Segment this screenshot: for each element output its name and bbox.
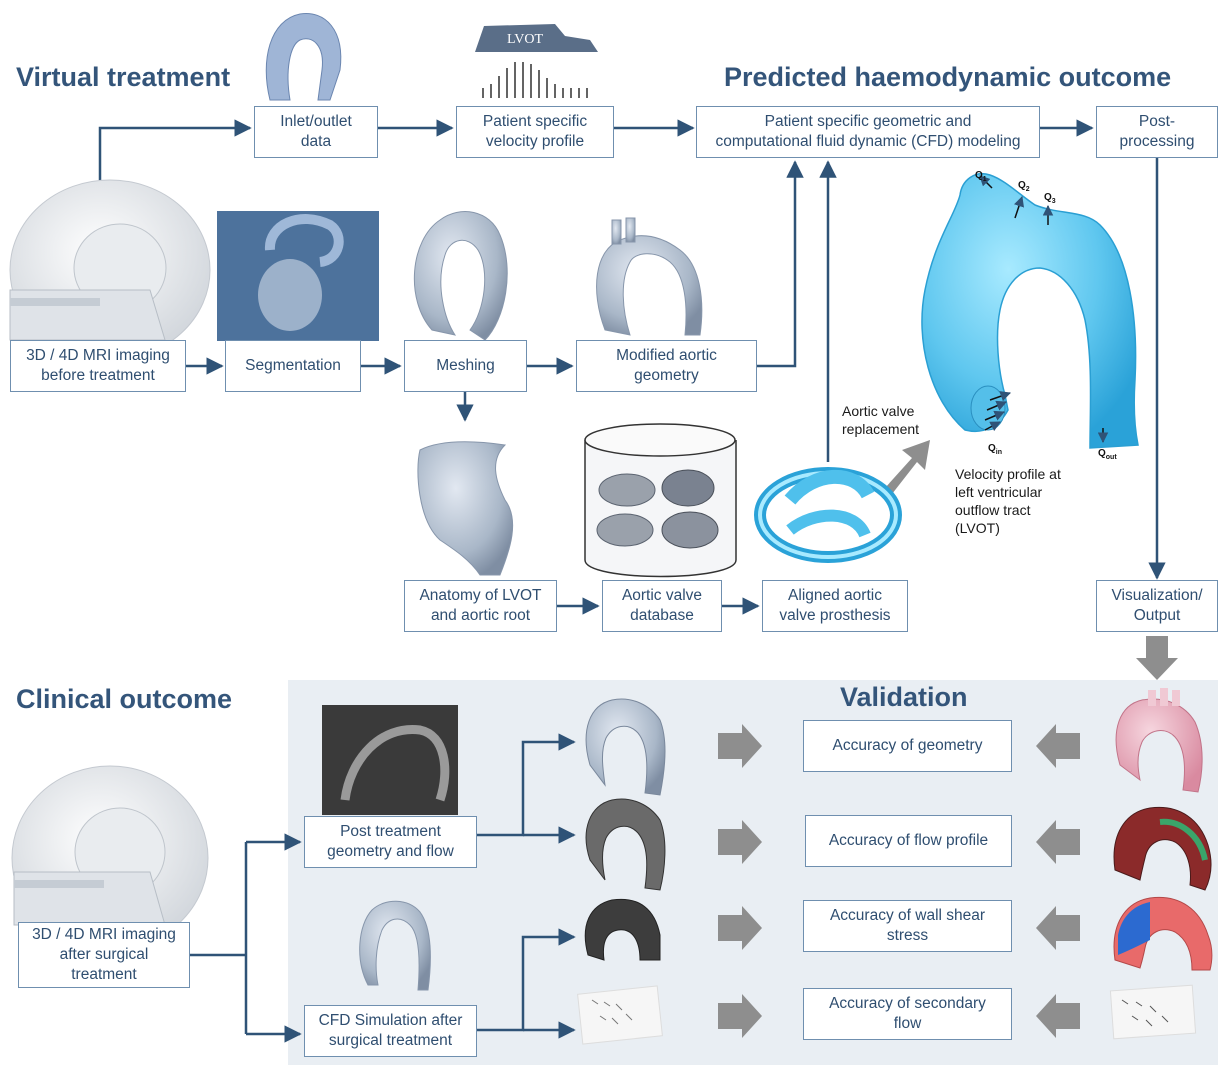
grey-arrow-left-3 [1036,906,1080,950]
mri-scanner-icon-top [10,180,210,360]
meshing-box: Meshing [404,340,527,392]
flow-label-qin: Qin [988,443,1002,456]
arrow-mod-to-cfd [757,162,795,366]
flow-label-qout: Qout [1098,448,1117,461]
title-validation: Validation [840,682,968,713]
grey-arrow-down-validation [1136,636,1178,680]
flow-map-icon [1114,807,1211,890]
segmentation-image [217,211,379,341]
arrow-post-to-geom [477,742,574,835]
pink-aorta-icon [1116,688,1202,792]
mri-before-box: 3D / 4D MRI imaging before treatment [10,340,186,392]
flow-render-icon [586,799,665,890]
title-predicted-outcome: Predicted haemodynamic outcome [724,62,1171,93]
post-processing-box: Post- processing [1096,106,1218,158]
grey-arrow-right-4 [718,994,762,1038]
mri-after-box: 3D / 4D MRI imaging after surgical treat… [18,922,190,988]
secondary-flow-icon [578,986,663,1044]
valve-database-icon [585,424,736,577]
accuracy-flow-profile-box: Accuracy of flow profile [805,815,1012,867]
wss-render-icon [585,899,660,960]
lvot-anatomy-box: Anatomy of LVOT and aortic root [404,580,557,632]
lvot-anatomy-icon [418,442,513,575]
valve-replacement-caption: Aortic valve replacement [842,402,919,438]
accuracy-geometry-box: Accuracy of geometry [803,720,1012,772]
grey-arrow-right-3 [718,906,762,950]
accuracy-wss-box: Accuracy of wall shear stress [803,900,1012,952]
grey-arrow-right-2 [718,820,762,864]
aligned-prosthesis-box: Aligned aortic valve prosthesis [762,580,908,632]
valve-prosthesis-icon [760,473,896,557]
accuracy-secondary-flow-box: Accuracy of secondary flow [803,988,1012,1040]
aorta-modified-icon [597,218,702,335]
title-clinical-outcome: Clinical outcome [16,684,232,715]
flow-label-q3: Q3 [1044,192,1056,205]
cfd-modeling-box: Patient specific geometric and computati… [696,106,1040,158]
cfd-after-box: CFD Simulation after surgical treatment [304,1005,477,1057]
grey-arrow-left-4 [1036,994,1080,1038]
inlet-outlet-box: Inlet/outlet data [254,106,378,158]
aorta-meshing-icon [414,212,507,340]
grey-arrow-left-1 [1036,724,1080,768]
arrow-cfd-to-wss [477,937,574,1030]
post-treatment-box: Post treatment geometry and flow [304,816,477,868]
valve-database-box: Aortic valve database [602,580,722,632]
secondary-flow-map-icon [1110,985,1195,1039]
title-virtual-treatment: Virtual treatment [16,62,230,93]
velocity-profile-box: Patient specific velocity profile [456,106,614,158]
grey-arrow-right-1 [718,724,762,768]
segmentation-box: Segmentation [225,340,361,392]
flow-label-q1: Q1 [975,170,987,183]
geometry-render-icon [586,699,665,795]
grey-arrow-left-2 [1036,820,1080,864]
wss-map-icon [1114,897,1212,970]
arrow-mri-to-inlet [100,128,250,180]
aorta-cfd-result-icon [922,174,1138,448]
flow-label-q2: Q2 [1018,180,1030,193]
lvot-icon-label: LVOT [490,32,560,48]
visualization-output-box: Visualization/ Output [1096,580,1218,632]
velocity-profile-caption: Velocity profile at left ventricular out… [955,465,1061,537]
echo-image [322,705,458,815]
aorta-small-schematic-icon [360,901,431,990]
grey-arrow-valve-to-aorta [885,440,930,494]
aorta-mesh-top-icon [266,13,341,100]
modified-geometry-box: Modified aortic geometry [576,340,757,392]
